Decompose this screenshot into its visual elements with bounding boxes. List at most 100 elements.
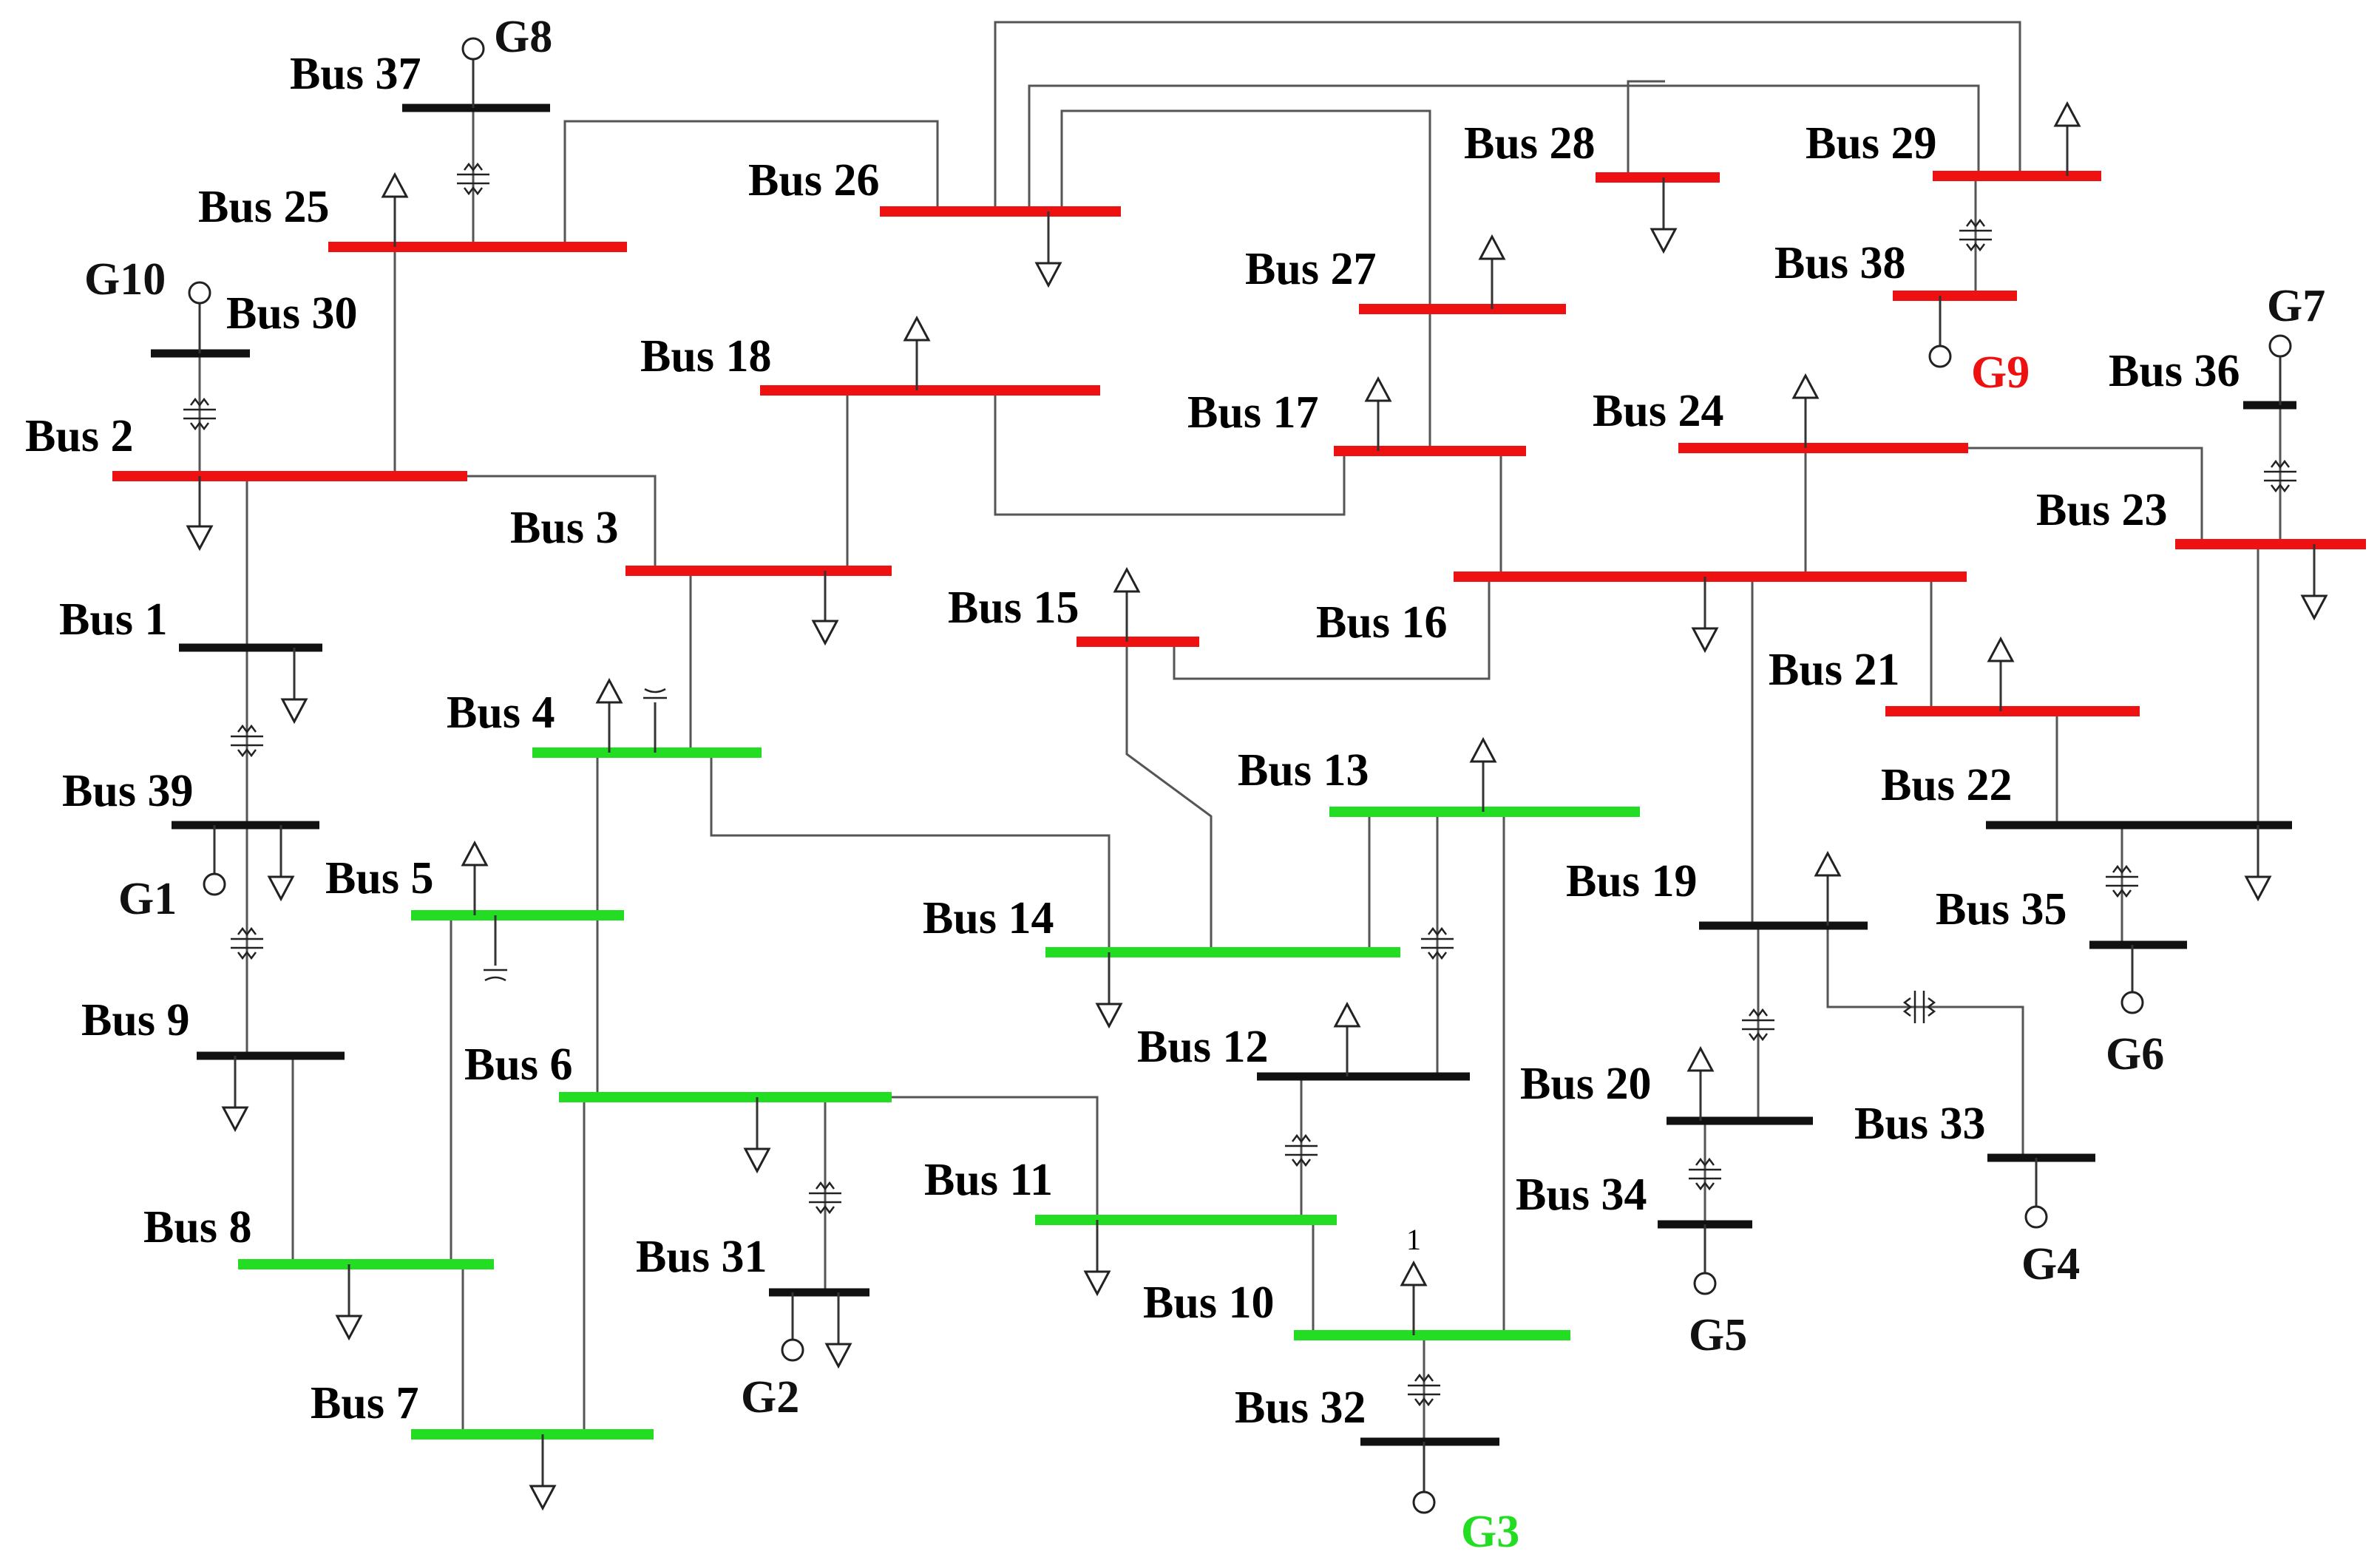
capacitor-icon	[643, 688, 667, 753]
load-up-icon	[1791, 373, 1820, 448]
load-down-icon	[280, 648, 308, 725]
bus-label: Bus 19	[1566, 856, 1697, 906]
line-18-17	[994, 390, 1346, 516]
generator-g8-icon	[461, 37, 485, 61]
generator-g5-icon	[1693, 1272, 1717, 1295]
line-26-29	[994, 21, 2021, 211]
bus-label: Bus 8	[143, 1202, 251, 1252]
load-down-icon	[2300, 544, 2328, 621]
bus-label: Bus 22	[1881, 760, 2012, 810]
load-down-icon	[1650, 177, 1678, 254]
transformer-icon	[2106, 864, 2138, 898]
bus-label: Bus 15	[948, 583, 1079, 633]
line-25-26	[563, 120, 939, 247]
bus-label: Bus 1	[59, 594, 167, 645]
bus-label: Bus 39	[62, 766, 193, 816]
bus-label: Bus 24	[1593, 386, 1723, 436]
bus-label: Bus 7	[311, 1378, 418, 1428]
bus-label: Bus 33	[1854, 1099, 1985, 1149]
bus-label: Bus 10	[1143, 1278, 1274, 1328]
bus-label: Bus 38	[1774, 238, 1905, 288]
gen-label: G3	[1461, 1507, 1519, 1557]
bus-label: Bus 20	[1520, 1059, 1651, 1109]
transformer-icon	[1689, 1157, 1721, 1191]
load-down-icon	[811, 571, 839, 646]
load-up-icon	[2053, 101, 2081, 176]
bus-label: Bus 9	[81, 995, 189, 1045]
line-26-27	[1060, 109, 1431, 452]
load-down-icon	[1095, 952, 1123, 1029]
load-up-icon	[1686, 1045, 1715, 1121]
bus-label: Bus 29	[1806, 118, 1936, 169]
gen-label: G9	[1971, 347, 2030, 398]
line-15-14	[1125, 642, 1213, 952]
generator-g1-icon	[203, 872, 226, 896]
load-up-icon	[461, 840, 489, 915]
line-24-23	[1965, 447, 2203, 544]
loads	[186, 101, 2328, 1511]
transformer-icon	[809, 1181, 841, 1215]
bus-label: Bus 34	[1516, 1170, 1647, 1220]
bus-label: Bus 23	[2036, 485, 2167, 535]
bus-label: Bus 27	[1245, 244, 1376, 294]
load-down-icon	[186, 476, 214, 552]
annotation-label: 1	[1406, 1223, 1421, 1256]
bus-label: Bus 26	[748, 155, 879, 206]
line-2-3	[466, 475, 657, 571]
generator-g4-icon	[2024, 1205, 2048, 1229]
bus-label: Bus 18	[640, 331, 771, 381]
labels: Bus 37 Bus 25 Bus 26 Bus 28 Bus 29 Bus 3…	[25, 12, 2325, 1557]
load-down-icon	[1691, 577, 1719, 654]
bus-label: Bus 28	[1464, 118, 1595, 169]
transformer-icon	[231, 724, 263, 758]
bus-label: Bus 37	[290, 49, 421, 99]
generator-g10-icon	[188, 281, 211, 305]
bus-label: Bus 35	[1936, 884, 2067, 935]
line-26-28	[1028, 84, 1980, 211]
generator-g7-icon	[2268, 334, 2292, 358]
transformer-icon	[183, 397, 216, 431]
generator-g2-icon	[781, 1338, 804, 1362]
load-up-icon	[1987, 636, 2015, 711]
generator-g3-icon	[1412, 1491, 1436, 1514]
bus-label: Bus 4	[447, 688, 555, 738]
line-4-14	[710, 753, 1111, 952]
transmission-lines	[198, 21, 2282, 1442]
load-down-icon	[529, 1434, 557, 1511]
generator-g6-icon	[2120, 991, 2144, 1014]
gen-label: G8	[494, 12, 552, 62]
transformer-icon	[231, 926, 263, 960]
load-up-icon	[1478, 234, 1506, 309]
line-15-16	[1173, 577, 1491, 680]
generator-g9-icon	[1928, 345, 1952, 368]
load-up-icon	[1113, 566, 1141, 642]
bus-bars	[112, 104, 2366, 1446]
bus-label: Bus 16	[1316, 597, 1447, 648]
gen-label: G2	[741, 1372, 799, 1422]
bus-label: Bus 30	[226, 288, 357, 339]
load-down-icon	[824, 1292, 852, 1369]
gen-label: G10	[84, 254, 166, 305]
transformers	[183, 162, 2296, 1407]
load-up-icon	[1469, 736, 1497, 812]
bus-label: Bus 5	[325, 853, 433, 903]
transformer-icon	[2264, 459, 2296, 493]
bus-label: Bus 17	[1187, 387, 1318, 438]
gen-label: G7	[2267, 281, 2325, 331]
load-up-icon	[595, 677, 623, 753]
line-6-11	[892, 1096, 1099, 1220]
load-up-icon	[1400, 1260, 1428, 1335]
load-down-icon	[221, 1056, 249, 1133]
load-down-icon	[267, 825, 295, 902]
load-down-icon	[743, 1097, 771, 1174]
bus-label: Bus 36	[2109, 346, 2240, 396]
bus-label: Bus 21	[1769, 645, 1899, 695]
line-19-33	[1826, 926, 2024, 1158]
transformer-icon	[1902, 991, 1936, 1023]
bus-label: Bus 3	[510, 503, 618, 553]
gen-label: G4	[2021, 1239, 2080, 1289]
transformer-icon	[1959, 218, 1992, 252]
bus-label: Bus 25	[198, 182, 329, 232]
load-up-icon	[1364, 376, 1392, 451]
